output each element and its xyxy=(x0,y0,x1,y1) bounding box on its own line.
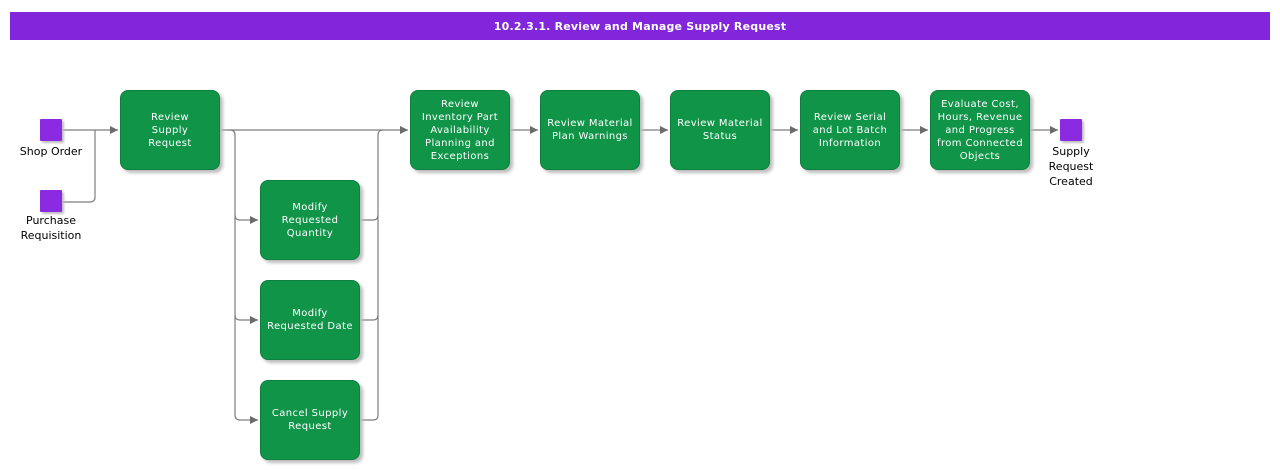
connector-purchase-requisition-join xyxy=(62,130,96,203)
connector-cancel-return-up xyxy=(360,129,384,421)
task-evaluate-cost-hours-revenue-label: Evaluate Cost, Hours, Revenue and Progre… xyxy=(937,98,1023,162)
task-evaluate-cost-hours-revenue[interactable]: Evaluate Cost, Hours, Revenue and Progre… xyxy=(930,90,1030,170)
task-review-material-plan-warnings-label: Review Material Plan Warnings xyxy=(547,118,633,142)
event-purchase-requisition[interactable] xyxy=(40,190,62,212)
task-review-supply-request-label: Review Supply Request xyxy=(148,111,192,149)
task-modify-requested-quantity[interactable]: Modify Requested Quantity xyxy=(260,180,360,260)
task-review-material-status[interactable]: Review Material Status xyxy=(670,90,770,170)
connector-modify-date-return xyxy=(360,314,379,321)
event-supply-request-created-label: Supply Request Created xyxy=(1048,145,1094,188)
task-cancel-supply-request-label: Cancel Supply Request xyxy=(271,408,349,432)
task-modify-requested-quantity-label: Modify Requested Quantity xyxy=(281,201,339,239)
connector-branch-to-modify-quantity xyxy=(234,214,258,224)
task-modify-requested-date-label: Modify Requested Date xyxy=(267,308,353,332)
event-shop-order-label: Shop Order xyxy=(19,145,83,158)
task-review-inventory-part-availability-label: Review Inventory Part Availability Plann… xyxy=(421,98,499,162)
event-shop-order[interactable] xyxy=(40,119,62,141)
connector-branch-to-modify-date xyxy=(234,314,258,324)
task-review-serial-lot-batch-label: Review Serial and Lot Batch Information xyxy=(812,111,888,149)
task-modify-requested-date[interactable]: Modify Requested Date xyxy=(260,280,360,360)
task-review-material-plan-warnings[interactable]: Review Material Plan Warnings xyxy=(540,90,640,170)
connector-modify-quantity-return xyxy=(360,214,379,221)
event-purchase-requisition-label: Purchase Requisition xyxy=(20,214,82,242)
task-review-inventory-part-availability[interactable]: Review Inventory Part Availability Plann… xyxy=(410,90,510,170)
task-review-material-status-label: Review Material Status xyxy=(677,118,763,142)
task-review-supply-request[interactable]: Review Supply Request xyxy=(120,90,220,170)
task-cancel-supply-request[interactable]: Cancel Supply Request xyxy=(260,380,360,460)
event-supply-request-created[interactable] xyxy=(1060,119,1082,141)
connector-branch-down-to-cancel xyxy=(229,129,258,424)
diagram-title-bar: 10.2.3.1. Review and Manage Supply Reque… xyxy=(10,12,1270,40)
task-review-serial-lot-batch[interactable]: Review Serial and Lot Batch Information xyxy=(800,90,900,170)
diagram-title: 10.2.3.1. Review and Manage Supply Reque… xyxy=(493,19,787,33)
